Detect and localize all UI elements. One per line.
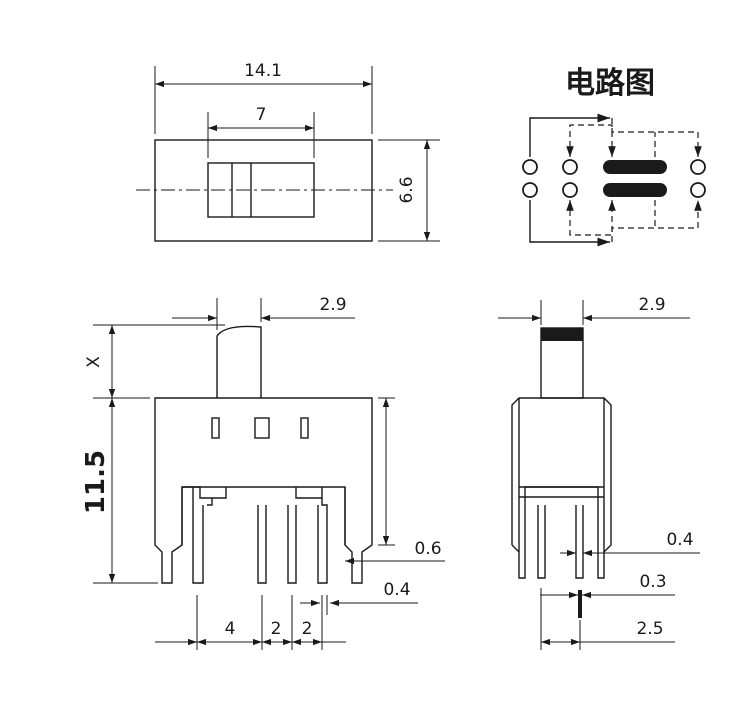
pin-circle [522,182,538,198]
dim-top-height: 6.6 [397,176,417,203]
dim-side-thick: 0.3 [639,572,666,592]
pin-circle [690,159,706,175]
circuit-title: 电路图 [565,66,655,101]
front-body [154,397,373,584]
body-window [211,417,220,439]
dim-side-span: 2.5 [636,619,663,639]
pin-circle [690,182,706,198]
pin-circle [562,159,578,175]
contact-bar [603,183,667,197]
dim-front-x: X [84,356,104,368]
contact-bar [603,160,667,174]
dim-front-pin-right-a: 0.6 [414,539,441,559]
dim-front-knob: 2.9 [319,295,346,315]
dim-top-width: 14.1 [244,61,282,81]
body-window [254,417,270,439]
side-body [511,397,612,579]
dim-front-pitch-a: 4 [225,619,236,639]
circuit-diagram: 电路图 [522,66,706,247]
pin-circle [562,182,578,198]
top-view: 14.1 7 6.6 [136,61,440,242]
dim-top-slot: 7 [256,105,267,125]
front-knob [216,325,262,398]
dim-front-pin-right-b: 0.4 [383,580,410,600]
dim-side-pin: 0.4 [666,530,693,550]
body-window [300,417,309,439]
front-view: 2.9 X 11.5 0.6 0.4 4 2 2 [81,295,445,650]
dim-front-height: 11.5 [81,450,111,514]
dim-front-pitch-c: 2 [302,619,313,639]
side-view: 2.9 0.4 0.3 2.5 [498,295,700,650]
side-knob-cap [541,328,583,341]
dim-side-knob: 2.9 [638,295,665,315]
pin-circle [522,159,538,175]
dim-front-pitch-b: 2 [271,619,282,639]
side-pin-section [578,590,582,618]
